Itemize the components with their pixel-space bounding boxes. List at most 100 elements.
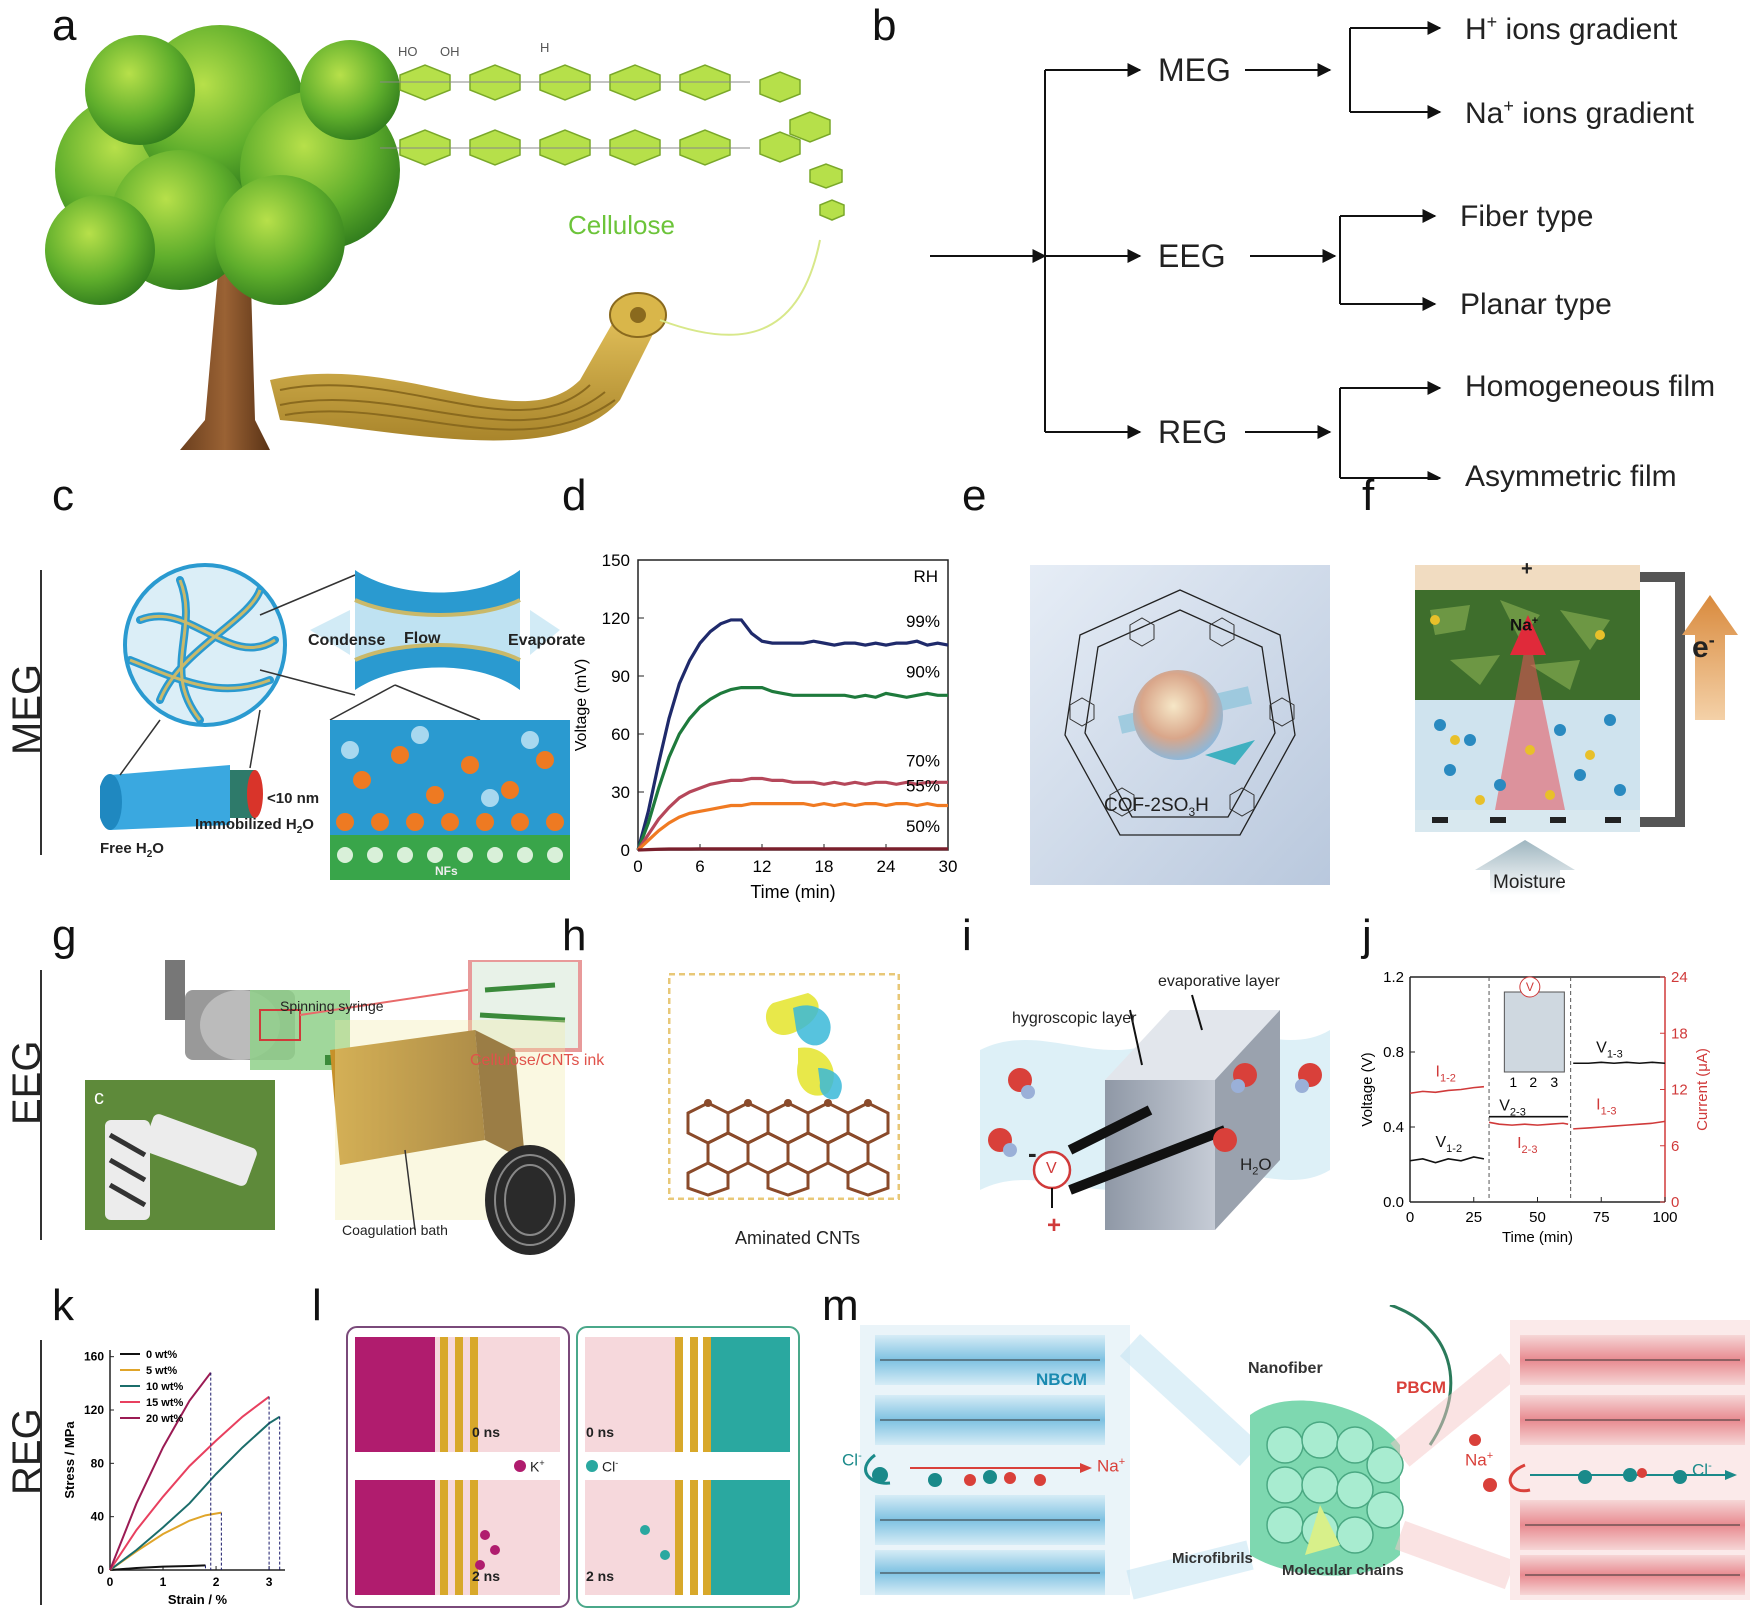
label-microfibrils: Microfibrils — [1172, 1550, 1253, 1567]
k-series-line — [109, 1415, 281, 1571]
label-i-minus: - — [1028, 1138, 1037, 1168]
j-ytick-label: 0.8 — [1383, 1044, 1404, 1061]
panel-m-illustration — [860, 1305, 1750, 1600]
legend-l-k: K+ — [530, 1458, 545, 1475]
k-xlabel: Strain / % — [168, 1592, 228, 1607]
j-ytick-label: 0.4 — [1383, 1119, 1404, 1136]
k-legend-label: 0 wt% — [146, 1349, 177, 1361]
d-ytick-label: 30 — [611, 783, 630, 802]
d-axes-frame — [637, 559, 949, 851]
d-xlabel: Time (min) — [750, 882, 835, 902]
panel-label-d: d — [562, 471, 587, 520]
k-ytick-label: 0 — [97, 1563, 104, 1577]
label-condense: Condense — [308, 632, 386, 649]
label-molecular-chains: Molecular chains — [1282, 1562, 1404, 1579]
label-i-v: V — [1046, 1160, 1057, 1177]
j-xtick-label: 0 — [1406, 1209, 1414, 1226]
section-label-eeg: EEG — [5, 1040, 49, 1125]
k-legend-label: 15 wt% — [146, 1397, 184, 1409]
cellulose-fiber-bundle — [270, 292, 667, 441]
panel-i-device — [980, 994, 1330, 1230]
d-series-label: 90% — [906, 662, 940, 681]
j-inset-device — [1503, 991, 1565, 1073]
d-ytick-label: 0 — [621, 841, 630, 860]
legend-l-cl: Cl- — [602, 1458, 619, 1475]
j-xtick-label: 75 — [1593, 1209, 1610, 1226]
panel-label-f: f — [1362, 471, 1375, 520]
meg-section-line — [40, 570, 42, 855]
label-evaporative-layer: evaporative layer — [1158, 973, 1280, 990]
label-i-plus: + — [1047, 1212, 1062, 1239]
k-xtick-label: 0 — [107, 1575, 114, 1589]
label-water: H2O — [1240, 1155, 1272, 1178]
j-label-v23: V2-3 — [1499, 1098, 1526, 1119]
j-xtick-label: 50 — [1529, 1209, 1546, 1226]
j-series-line — [1573, 1061, 1666, 1065]
panel-l-md-snapshots — [346, 1326, 800, 1608]
label-free-water: Free H2O — [100, 840, 164, 860]
panel-label-h: h — [562, 911, 587, 960]
label-m-na-left: Na+ — [1097, 1456, 1126, 1476]
d-series-line — [636, 686, 948, 851]
k-legend-label: 5 wt% — [146, 1365, 177, 1377]
label-nbcm: NBCM — [1036, 1370, 1087, 1389]
d-series-label: 55% — [906, 777, 940, 796]
flow-node-meg: MEG — [1158, 52, 1231, 88]
label-aminated-cnts: Aminated CNTs — [735, 1228, 861, 1248]
d-xtick-label: 30 — [939, 857, 958, 876]
section-label-reg: REG — [5, 1408, 49, 1495]
panel-e-cof-structure — [1030, 565, 1330, 885]
panel-label-a: a — [52, 1, 77, 50]
k-legend-label: 10 wt% — [146, 1381, 184, 1393]
d-ylabel: Voltage (mV) — [573, 659, 590, 751]
k-ytick-label: 120 — [84, 1403, 104, 1417]
label-f-na: Na+ — [1510, 615, 1539, 635]
k-series-line — [109, 1395, 270, 1571]
j-ytick-right-label: 0 — [1671, 1194, 1679, 1211]
panel-c-schematic — [100, 563, 570, 880]
panel-label-b: b — [872, 1, 897, 50]
j-series-line — [1573, 1120, 1666, 1130]
section-label-meg: MEG — [5, 663, 49, 755]
d-legend-title: RH — [913, 567, 938, 586]
k-xtick-label: 3 — [266, 1575, 273, 1589]
d-xtick-label: 0 — [633, 857, 642, 876]
reg-section-line — [40, 1340, 42, 1605]
k-ytick-label: 40 — [91, 1510, 105, 1524]
k-legend-label: 20 wt% — [146, 1413, 184, 1425]
j-ytick-right-label: 6 — [1671, 1138, 1679, 1155]
label-m-cl-left: Cl- — [842, 1450, 862, 1470]
flow-leaf-na-gradient: Na+ ions gradient — [1465, 96, 1695, 130]
label-nm-size: <10 nm — [267, 790, 320, 807]
d-series-label: 50% — [906, 817, 940, 836]
j-xtick-label: 25 — [1465, 1209, 1482, 1226]
j-ytick-right-label: 18 — [1671, 1025, 1688, 1042]
j-ytick-label: 1.2 — [1383, 969, 1404, 986]
panel-label-k: k — [52, 1281, 74, 1330]
j-inset-n1: 1 — [1509, 1074, 1517, 1090]
label-pbcm: PBCM — [1396, 1378, 1447, 1397]
d-series-label: 99% — [906, 612, 940, 631]
label-immobilized-water: Immobilized H2O — [195, 816, 314, 836]
k-xtick-label: 2 — [213, 1575, 220, 1589]
label-m-cl-right: Cl- — [1692, 1460, 1712, 1480]
label-l-0ns-right: 0 ns — [586, 1424, 615, 1440]
flow-node-reg: REG — [1158, 414, 1228, 450]
d-xtick-label: 6 — [695, 857, 704, 876]
j-inset-n2: 2 — [1529, 1074, 1537, 1090]
panel-b-tree-lines — [930, 21, 1442, 480]
k-ytick-label: 80 — [91, 1456, 105, 1470]
panel-a-illustration — [45, 25, 845, 450]
d-series-line — [636, 776, 948, 851]
d-series-line — [636, 618, 949, 851]
d-ytick-label: 90 — [611, 667, 630, 686]
label-hygroscopic-layer: hygroscopic layer — [1012, 1010, 1137, 1027]
label-flow: Flow — [404, 630, 441, 647]
j-series-line — [1488, 1121, 1569, 1126]
label-f-plus: + — [1521, 558, 1533, 580]
d-xtick-label: 12 — [753, 857, 772, 876]
j-ytick-right-label: 24 — [1671, 969, 1688, 986]
label-syringe: Spinning syringe — [280, 998, 384, 1014]
flow-leaf-asymmetric: Asymmetric film — [1465, 460, 1677, 493]
